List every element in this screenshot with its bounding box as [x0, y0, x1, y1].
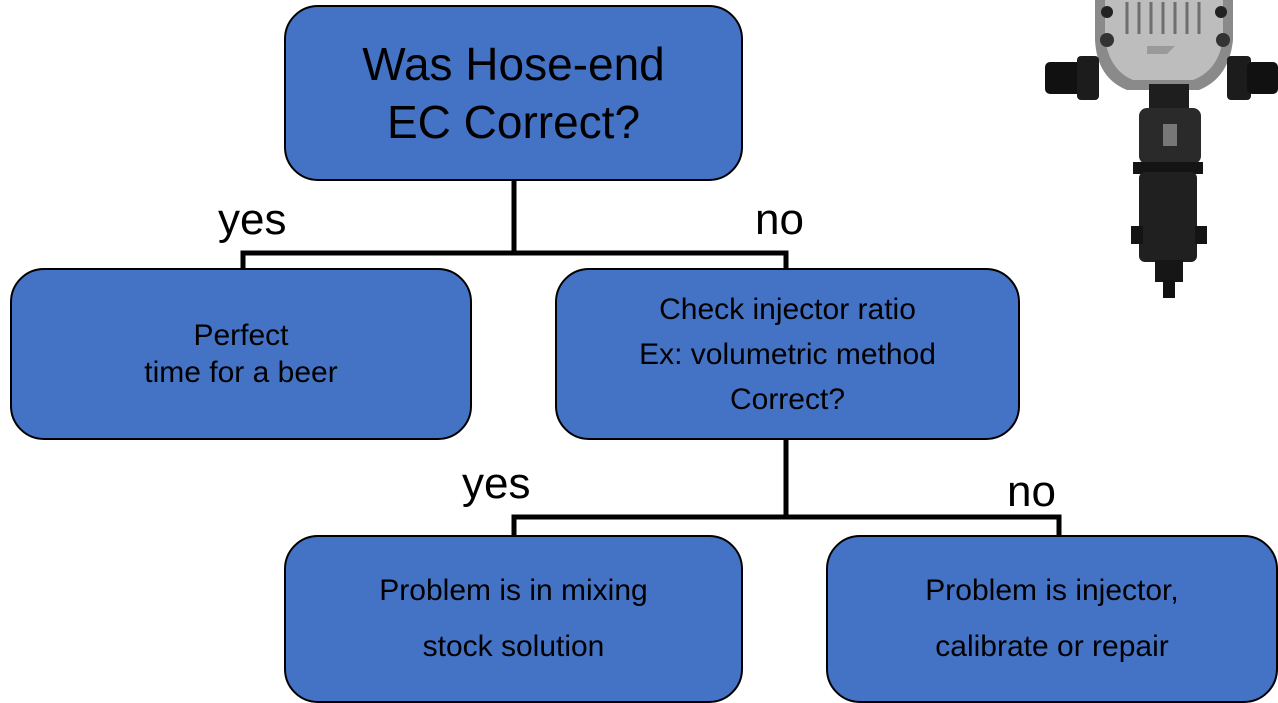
branch2-no-label: no [1007, 467, 1056, 516]
branch2-connector [511, 514, 1062, 538]
check-injector-box: Check injector ratio Ex: volumetric meth… [555, 268, 1020, 440]
injector-problem-line2: calibrate or repair [935, 630, 1169, 663]
injector-problem-box: Problem is injector, calibrate or repair [826, 535, 1278, 703]
root-question-line1: Was Hose-end [362, 38, 665, 90]
branch1-connector [240, 250, 789, 271]
branch1-no-label: no [755, 195, 804, 244]
perfect-outcome-line1: Perfect [193, 319, 289, 352]
check-injector-line1: Check injector ratio [659, 292, 916, 326]
branch1-yes-label: yes [218, 195, 287, 244]
root-question-box: Was Hose-end EC Correct? [284, 5, 743, 181]
mixing-problem-box: Problem is in mixing stock solution [284, 535, 743, 703]
mixing-problem-line2: stock solution [422, 630, 605, 663]
perfect-outcome-box: Perfect time for a beer [10, 268, 472, 440]
fertilizer-injector-image [1045, 0, 1278, 298]
perfect-outcome-line2: time for a beer [144, 356, 338, 389]
check-injector-line3: Correct? [729, 382, 846, 416]
injector-problem-line1: Problem is injector, [925, 574, 1179, 607]
check-injector-line2: Ex: volumetric method [639, 337, 936, 371]
branch2-yes-label: yes [462, 459, 531, 508]
root-question-line2: EC Correct? [386, 96, 641, 148]
mixing-problem-line1: Problem is in mixing [379, 574, 648, 607]
